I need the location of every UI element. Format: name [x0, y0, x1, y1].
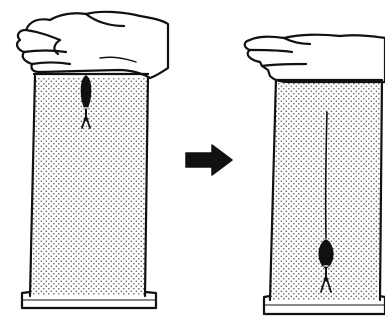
- cylinder-before: [22, 76, 156, 308]
- right-arrow-icon: [186, 145, 232, 175]
- hand-before: [17, 12, 168, 78]
- hand-after: [245, 35, 385, 82]
- panel-before: [17, 12, 168, 308]
- panel-after: [245, 35, 385, 314]
